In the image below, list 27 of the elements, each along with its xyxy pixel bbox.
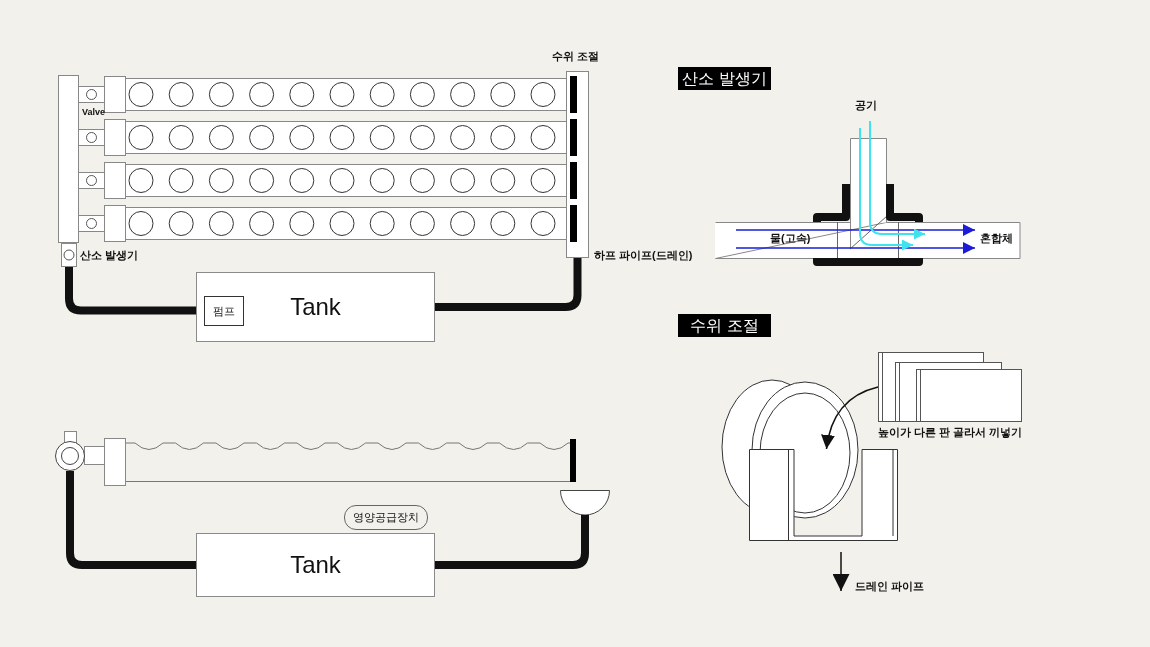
flow-label: 공기 (855, 100, 877, 111)
valve-ring (55, 441, 85, 471)
tank (196, 272, 435, 342)
part-label: Valve (82, 108, 106, 117)
part-label: 수위 조절 (552, 51, 600, 62)
pipe (435, 258, 582, 311)
half-pipe-bowl (560, 490, 610, 515)
part-label: 높이가 다른 판 골라서 끼넣기 (878, 427, 1023, 438)
drum-housing (749, 449, 898, 541)
flow-label: 물(고속) (770, 233, 811, 244)
part-label: 하프 파이프(드레인) (594, 250, 693, 261)
curved-arrow (821, 386, 879, 450)
flow-label: 혼합체 (980, 233, 1013, 244)
pump-box: 펌프 (204, 296, 244, 326)
nutrient-feeder: 영양공급장치 (344, 505, 428, 530)
plate-stack (878, 352, 1022, 422)
part-label: 산소 발생기 (80, 250, 139, 261)
flow-label: 드레인 파이프 (855, 581, 925, 592)
section-title: 산소 발생기 (678, 67, 771, 90)
pipe (66, 471, 196, 569)
pipe (65, 267, 196, 315)
oxygen-port (61, 243, 77, 267)
tank-label: Tank (290, 293, 341, 321)
section-title: 수위 조절 (678, 314, 771, 337)
pipe (435, 515, 589, 569)
tank: Tank (196, 533, 435, 597)
drain-column (566, 71, 589, 258)
